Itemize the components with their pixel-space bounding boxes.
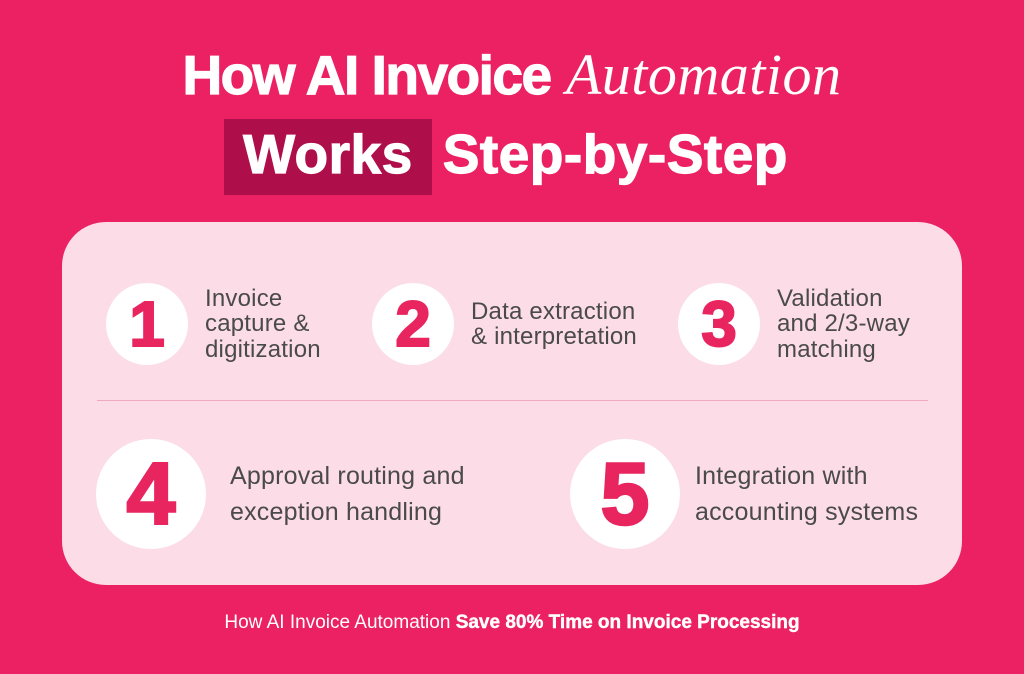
- step-5-number: 5: [599, 443, 650, 545]
- step-4-number-badge: 4: [96, 439, 206, 549]
- footer-normal-text: How AI Invoice Automation: [224, 612, 451, 633]
- title-line1: How AI Invoice Automation: [0, 42, 1024, 107]
- step-2-label: Data extraction & interpretation: [471, 297, 637, 350]
- step-3-number-badge: 3: [678, 283, 760, 365]
- step-4-label: Approval routing and exception handling: [230, 462, 465, 526]
- step-1-number-badge: 1: [106, 283, 188, 365]
- step-2: 2 Data extraction & interpretation: [372, 283, 637, 365]
- step-2-number: 2: [394, 287, 432, 361]
- footer-caption: How AI Invoice Automation Save 80% Time …: [0, 612, 1024, 634]
- title-step-by-step: Step-by-Step: [442, 122, 788, 185]
- step-2-number-badge: 2: [372, 283, 454, 365]
- step-5-number-badge: 5: [570, 439, 680, 549]
- step-3: 3 Validation and 2/3-way matching: [678, 283, 910, 365]
- title-works-highlight: Works: [224, 119, 432, 195]
- step-1-label: Invoice capture & digitization: [205, 284, 321, 363]
- title-line1-italic: Automation: [565, 42, 842, 107]
- step-5: 5 Integration with accounting systems: [570, 439, 918, 549]
- step-1-number: 1: [128, 287, 166, 361]
- footer-bold-text: Save 80% Time on Invoice Processing: [455, 612, 800, 633]
- row-divider: [97, 400, 928, 401]
- step-5-label: Integration with accounting systems: [695, 462, 919, 526]
- title-line1-bold: How AI Invoice: [182, 43, 553, 106]
- steps-card: 1 Invoice capture & digitization 2 Data …: [62, 222, 962, 585]
- step-4-number: 4: [125, 443, 176, 545]
- step-1: 1 Invoice capture & digitization: [106, 283, 321, 365]
- step-4: 4 Approval routing and exception handlin…: [96, 439, 465, 549]
- step-3-label: Validation and 2/3-way matching: [777, 284, 910, 363]
- step-3-number: 3: [700, 287, 738, 361]
